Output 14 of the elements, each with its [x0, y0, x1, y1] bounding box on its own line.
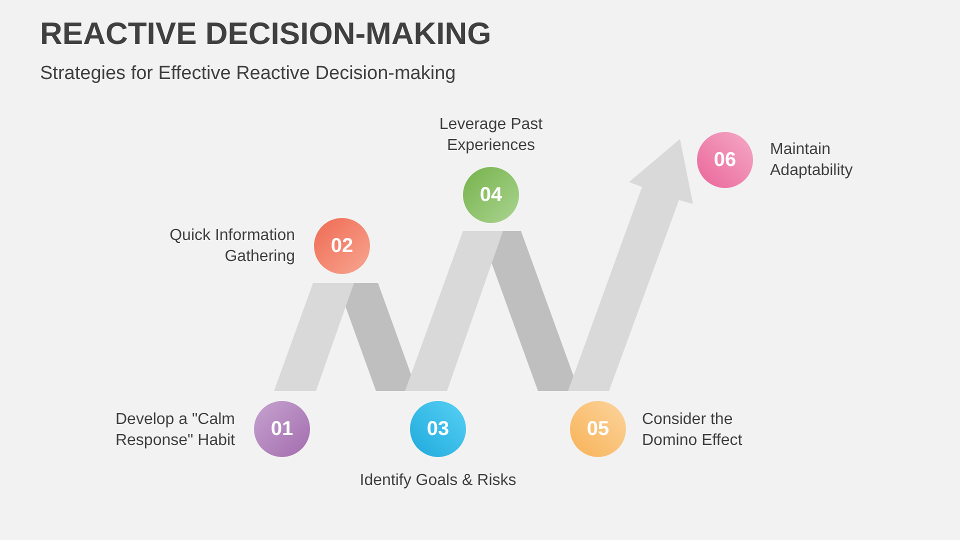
step-label: Develop a "Calm Response" Habit [114, 410, 235, 451]
step-number-circle: 01 [254, 401, 310, 457]
slide-subtitle: Strategies for Effective Reactive Decision-making [40, 62, 456, 86]
step-label: Maintain Adaptability [770, 140, 854, 181]
step-number-circle: 04 [463, 167, 519, 223]
step-number-circle: 02 [314, 218, 370, 274]
slide-title: REACTIVE DECISION-MAKING [40, 16, 492, 52]
step-number-circle: 05 [570, 401, 626, 457]
step-number-circle: 06 [697, 132, 753, 188]
step-label: Consider the Domino Effect [642, 410, 744, 451]
step-label: Leverage Past Experiences [438, 115, 544, 156]
step-label: Quick Information Gathering [168, 226, 295, 267]
step-number-circle: 03 [410, 401, 466, 457]
step-label: Identify Goals & Risks [358, 471, 518, 491]
